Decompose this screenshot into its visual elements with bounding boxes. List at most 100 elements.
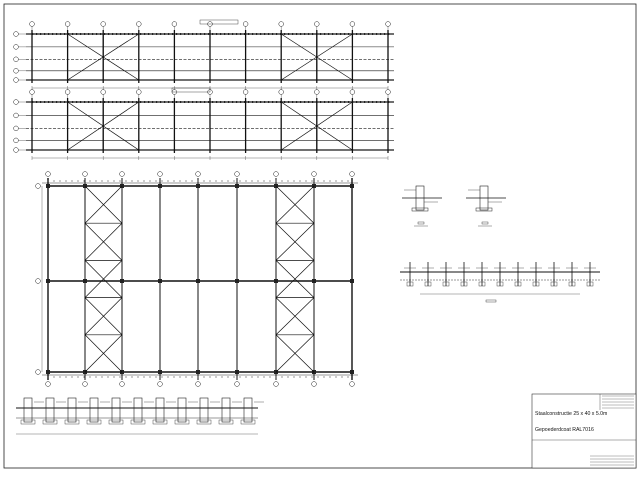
row-bubble — [35, 183, 41, 189]
purlin-tick — [312, 33, 314, 35]
purlin-tick — [348, 33, 350, 35]
strip-column — [221, 397, 231, 423]
purlin-tick — [160, 33, 162, 35]
purlin-tick — [248, 33, 250, 35]
purlin-tick — [76, 33, 78, 35]
purlin-tick — [268, 33, 270, 35]
purlin-tick — [336, 101, 338, 103]
purlin-tick — [288, 33, 290, 35]
purlin-tick — [152, 101, 154, 103]
strip-footing — [42, 419, 58, 425]
section-footing — [424, 281, 432, 287]
roof-bracing — [84, 185, 123, 224]
column-base — [196, 184, 200, 188]
purlin-tick — [296, 33, 298, 35]
purlin-tick — [252, 101, 254, 103]
purlin-tick — [140, 33, 142, 35]
purlin-tick — [168, 33, 170, 35]
purlin-tick — [340, 33, 342, 35]
purlin-tick — [232, 33, 234, 35]
purlin-tick — [196, 101, 198, 103]
strip-footing — [174, 419, 190, 425]
purlin-tick — [92, 33, 94, 35]
column-base — [235, 370, 239, 374]
strip-column — [45, 397, 55, 423]
purlin-tick — [180, 33, 182, 35]
purlin-tick — [84, 101, 86, 103]
purlin-tick — [228, 101, 230, 103]
purlin-tick — [304, 101, 306, 103]
row-bubble — [13, 68, 19, 74]
strip-footing — [64, 419, 80, 425]
grid-bubble — [64, 89, 71, 95]
row-bubble — [13, 112, 19, 119]
purlin-tick — [96, 101, 98, 103]
foundation-detail-strip — [16, 397, 264, 435]
purlin-tick — [80, 33, 82, 35]
section-footing — [550, 281, 558, 287]
section-footing — [532, 281, 540, 287]
purlin-tick — [384, 33, 386, 35]
purlin-tick — [356, 33, 358, 35]
purlin-tick — [64, 33, 66, 35]
purlin-tick — [136, 101, 138, 103]
purlin-tick — [244, 33, 246, 35]
purlin-tick — [40, 33, 42, 35]
strip-footing — [218, 419, 234, 425]
purlin-tick — [76, 101, 78, 103]
strip-column — [23, 397, 33, 423]
purlin-tick — [372, 101, 374, 103]
purlin-tick — [216, 101, 218, 103]
floor-plan-view — [35, 171, 358, 387]
row-bubble — [13, 147, 19, 153]
purlin-tick — [256, 101, 258, 103]
purlin-tick — [100, 101, 102, 103]
title-line-1: Staalconstructie 25 x 40 x 5.0m — [535, 411, 607, 417]
purlin-tick — [376, 101, 378, 103]
column-base — [196, 370, 200, 374]
purlin-tick — [124, 101, 126, 103]
title-block: Staalconstructie 25 x 40 x 5.0m Gepoeder… — [531, 393, 637, 469]
grid-bubble-top — [234, 171, 240, 177]
strip-column — [89, 397, 99, 423]
purlin-tick — [292, 33, 294, 35]
grid-bubble-top — [349, 171, 355, 177]
purlin-tick — [52, 33, 54, 35]
purlin-tick — [272, 33, 274, 35]
roof-bracing — [275, 260, 315, 298]
column-base — [274, 279, 278, 283]
grid-bubble — [29, 89, 35, 95]
purlin-tick — [384, 101, 386, 103]
purlin-tick — [268, 101, 270, 103]
grid-bubble — [242, 21, 249, 27]
purlin-tick — [312, 101, 314, 103]
column-base — [350, 370, 354, 374]
section-footing — [586, 281, 594, 287]
purlin-tick — [132, 33, 134, 35]
purlin-tick — [48, 101, 50, 103]
purlin-tick — [152, 33, 154, 35]
purlin-tick — [276, 101, 278, 103]
section-footing — [460, 281, 468, 287]
grid-bubble — [29, 21, 35, 27]
purlin-tick — [356, 101, 358, 103]
grid-bubble — [349, 21, 356, 27]
grid-bubble — [64, 21, 71, 27]
purlin-tick — [216, 33, 218, 35]
purlin-tick — [240, 33, 242, 35]
purlin-tick — [276, 33, 278, 35]
strip-footing — [240, 419, 256, 425]
purlin-tick — [360, 33, 362, 35]
cross-section-view — [400, 262, 600, 303]
grid-bubble — [385, 21, 391, 27]
row-bubble — [13, 137, 19, 144]
row-bubble — [13, 125, 19, 132]
grid-bubble — [278, 21, 284, 27]
purlin-tick — [332, 33, 334, 35]
purlin-tick — [260, 101, 262, 103]
purlin-tick — [184, 101, 186, 103]
purlin-tick — [324, 33, 326, 35]
roof-bracing — [84, 297, 123, 336]
strip-footing — [130, 419, 146, 425]
